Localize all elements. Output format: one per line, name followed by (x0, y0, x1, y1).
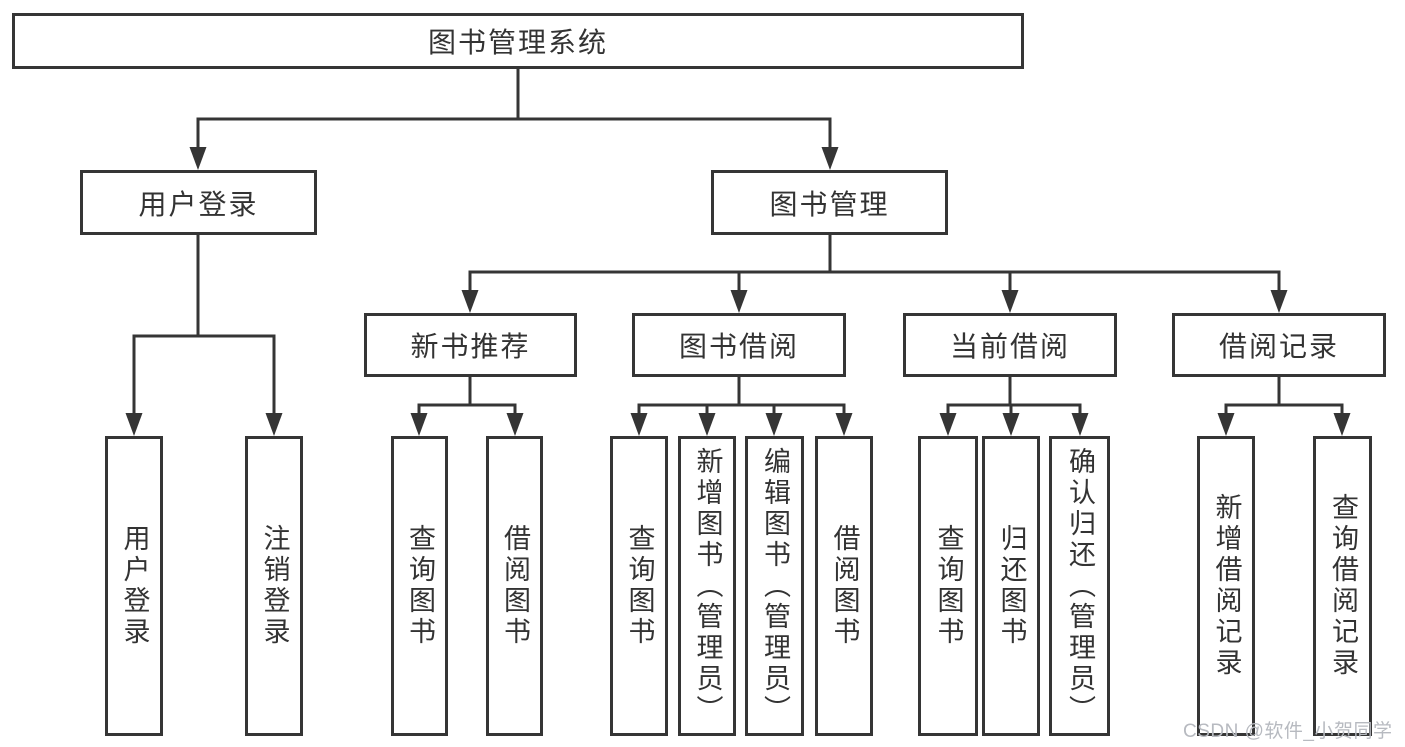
arrow-heads (125, 147, 1351, 436)
leaf-query-books-current: 查询图书 (918, 436, 978, 736)
leaf-logout: 注销登录 (245, 436, 303, 736)
node-library-system: 图书管理系统 (12, 13, 1024, 69)
node-book-borrowing: 图书借阅 (632, 313, 846, 377)
node-user-login: 用户登录 (80, 170, 317, 235)
connector-paths (132, 67, 1344, 418)
leaf-user-login: 用户登录 (105, 436, 163, 736)
leaf-add-books-admin: 新增图书（管理员） (678, 436, 736, 736)
leaf-confirm-return-admin: 确认归还（管理员） (1049, 436, 1110, 736)
leaf-query-books-borrowing: 查询图书 (610, 436, 668, 736)
leaf-borrow-books-recommend: 借阅图书 (486, 436, 543, 736)
leaf-add-borrow-record: 新增借阅记录 (1197, 436, 1255, 736)
leaf-query-books-recommend: 查询图书 (391, 436, 448, 736)
leaf-edit-books-admin: 编辑图书（管理员） (745, 436, 804, 736)
node-borrowing-records: 借阅记录 (1172, 313, 1386, 377)
node-new-book-recommend: 新书推荐 (364, 313, 577, 377)
leaf-query-borrow-record: 查询借阅记录 (1313, 436, 1372, 736)
node-book-management: 图书管理 (711, 170, 948, 235)
leaf-borrow-books-borrowing: 借阅图书 (815, 436, 873, 736)
watermark-csdn: CSDN @软件_小贺同学 (1183, 721, 1393, 742)
node-current-borrowing: 当前借阅 (903, 313, 1117, 377)
leaf-return-books: 归还图书 (982, 436, 1040, 736)
